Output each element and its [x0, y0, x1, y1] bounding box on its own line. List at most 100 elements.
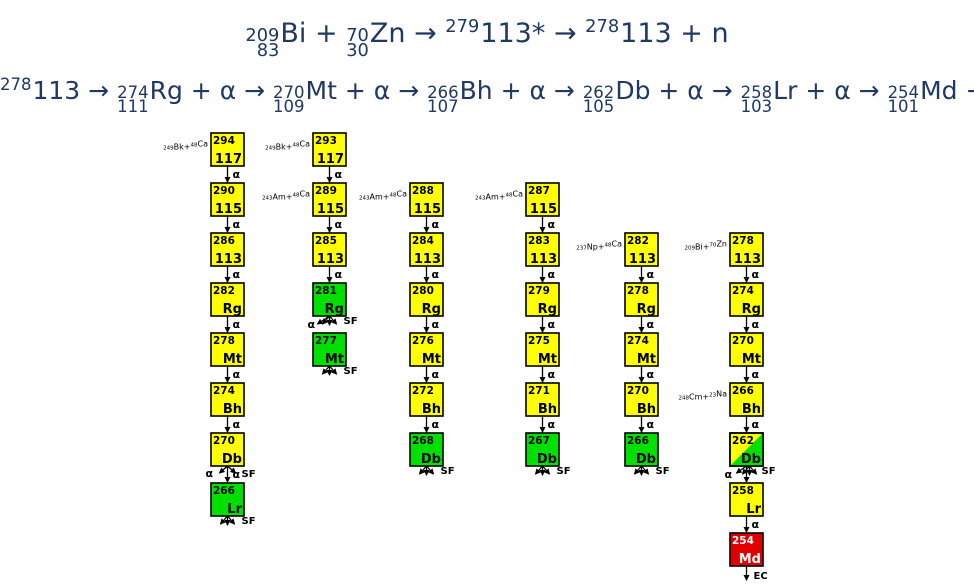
arrow: → — [553, 18, 577, 49]
mass-number: 262 — [732, 435, 754, 447]
element-label: 113 — [215, 252, 242, 267]
arrow: → — [88, 76, 110, 105]
alpha-label: α — [335, 168, 343, 181]
element-label: Rg — [325, 302, 344, 317]
zn-mass: 70 — [346, 25, 369, 47]
mass-number: 281 — [315, 285, 337, 297]
mass-number: 283 — [528, 235, 550, 247]
zn-symbol: Zn — [369, 18, 406, 49]
nuclide-box-270 — [624, 382, 659, 417]
nuclide-box-274 — [210, 382, 245, 417]
element-label: Db — [421, 452, 441, 467]
alpha-label: α — [432, 268, 440, 281]
product-mass: 262 — [582, 83, 615, 103]
alpha-label: α — [233, 318, 241, 331]
sf-label: SF — [344, 366, 358, 377]
mass-number: 274 — [627, 335, 649, 347]
sf-arrow — [749, 465, 758, 475]
bi-z: 83 — [256, 40, 280, 62]
sf-arrow — [227, 465, 237, 474]
plus-sign: + — [344, 76, 366, 105]
nuclide-box-266 — [624, 432, 659, 467]
nuclide-box-288 — [409, 182, 444, 217]
sf-arrow — [329, 365, 338, 375]
sf-label: SF — [242, 516, 256, 527]
alpha-label: α — [432, 318, 440, 331]
element-label: 113 — [317, 252, 344, 267]
alpha-label: α — [335, 218, 343, 231]
element-label: Lr — [746, 502, 761, 517]
arrow: → — [414, 18, 437, 49]
nuclide-box-266 — [729, 382, 764, 417]
element-label: Rg — [538, 302, 557, 317]
nuclide-box-274 — [729, 282, 764, 317]
mass-number: 282 — [627, 235, 649, 247]
nuclide-box-283 — [525, 232, 560, 267]
element-label: 115 — [530, 202, 557, 217]
arrow: → — [398, 76, 420, 105]
element-label: Mt — [422, 352, 441, 367]
start-symbol: 113 — [32, 76, 81, 105]
element-label: 117 — [215, 152, 242, 167]
product-symbol: Rg — [149, 76, 183, 105]
plus-sign: + — [314, 18, 338, 49]
plus-sign: + — [190, 76, 212, 105]
sf-arrow — [542, 465, 551, 475]
reaction-label: 249Bk+48Ca — [163, 140, 208, 152]
product-mass: 258 — [740, 83, 773, 103]
mass-number: 276 — [412, 335, 434, 347]
element-label: Rg — [223, 302, 242, 317]
reaction-label: 209Bi+70Zn — [685, 240, 727, 252]
alpha-label: α — [548, 318, 556, 331]
element-label: Rg — [742, 302, 761, 317]
alpha-label: α — [233, 468, 241, 481]
alpha-label: α — [752, 418, 760, 431]
product-z: 107 — [427, 97, 459, 117]
sf-arrow — [426, 465, 435, 475]
sf-arrow — [219, 515, 228, 525]
alpha-label: α — [725, 468, 733, 481]
alpha-label: α — [548, 418, 556, 431]
element-label: Bh — [742, 402, 761, 417]
alpha-label: α — [206, 467, 214, 480]
ec-label: EC — [754, 571, 768, 582]
zn-z: 30 — [346, 40, 369, 62]
alpha-label: α — [233, 368, 241, 381]
alpha-label: α — [752, 368, 760, 381]
element-label: 113 — [530, 252, 557, 267]
mass-number: 277 — [315, 335, 337, 347]
sf-branch-fill — [730, 433, 763, 466]
mass-number: 285 — [315, 235, 337, 247]
plus-sign: + — [680, 18, 703, 49]
sf-arrow — [418, 465, 427, 475]
mass-number: 275 — [528, 335, 550, 347]
mass-number: 267 — [528, 435, 550, 447]
product-z: 103 — [740, 97, 773, 117]
alpha-label: α — [752, 268, 760, 281]
element-label: Bh — [538, 402, 557, 417]
mass-number: 266 — [627, 435, 649, 447]
element-label: Md — [739, 552, 761, 567]
alpha-label: α — [647, 418, 655, 431]
mass-number: 278 — [213, 335, 235, 347]
sf-label: SF — [344, 316, 358, 327]
product-mass: 254 — [887, 83, 920, 103]
mass-number: 274 — [213, 385, 235, 397]
alpha-label: α — [308, 318, 316, 331]
alpha-side-arrow — [218, 465, 228, 474]
product-z: 105 — [582, 97, 615, 117]
product-z: 101 — [887, 97, 920, 117]
mass-number: 284 — [412, 235, 434, 247]
plus-sign: + — [658, 76, 680, 105]
arrow: → — [244, 76, 266, 105]
mass-number: 280 — [412, 285, 434, 297]
bi-symbol: Bi — [280, 18, 307, 49]
sf-arrow — [633, 465, 642, 475]
